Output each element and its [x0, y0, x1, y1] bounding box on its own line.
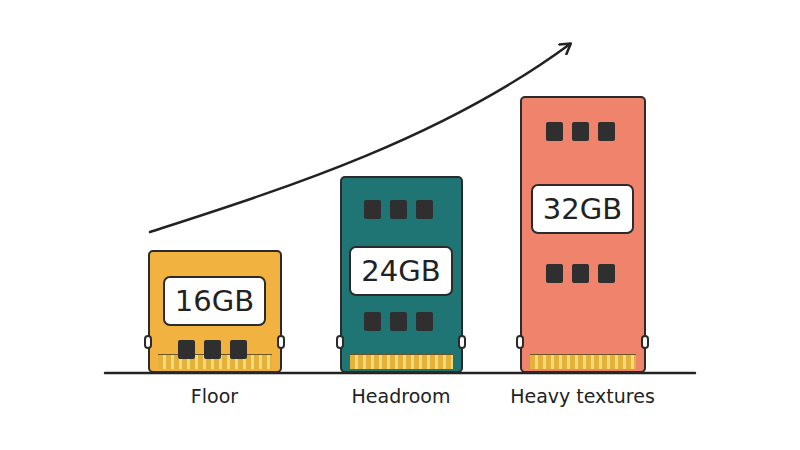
side-notch: [458, 335, 466, 349]
caption: Headroom: [352, 385, 451, 407]
memory-chip: [572, 122, 589, 141]
memory-chip: [178, 340, 195, 359]
side-notch: [277, 335, 285, 349]
memory-chip: [546, 264, 563, 283]
ram-stick: 24GBHeadroom: [340, 176, 463, 373]
caption: Heavy textures: [510, 385, 655, 407]
side-notch: [336, 335, 344, 349]
capacity-label: 16GB: [163, 276, 266, 326]
memory-chip: [204, 340, 221, 359]
memory-chip: [572, 264, 589, 283]
capacity-label: 24GB: [349, 246, 452, 296]
memory-chip: [416, 312, 433, 331]
side-notch: [144, 335, 152, 349]
gold-contacts: [530, 354, 636, 369]
memory-chip: [390, 200, 407, 219]
memory-chip: [598, 264, 615, 283]
ram-stick: 32GBHeavy textures: [520, 96, 646, 373]
caption: Floor: [191, 385, 238, 407]
memory-chip: [598, 122, 615, 141]
memory-chip: [416, 200, 433, 219]
memory-chip: [546, 122, 563, 141]
gold-contacts: [350, 354, 453, 369]
side-notch: [516, 335, 524, 349]
memory-chip: [390, 312, 407, 331]
memory-chip: [364, 200, 381, 219]
memory-chip: [364, 312, 381, 331]
capacity-label: 32GB: [531, 184, 634, 234]
side-notch: [641, 335, 649, 349]
ram-stick: 16GBFloor: [148, 250, 282, 373]
memory-chip: [230, 340, 247, 359]
